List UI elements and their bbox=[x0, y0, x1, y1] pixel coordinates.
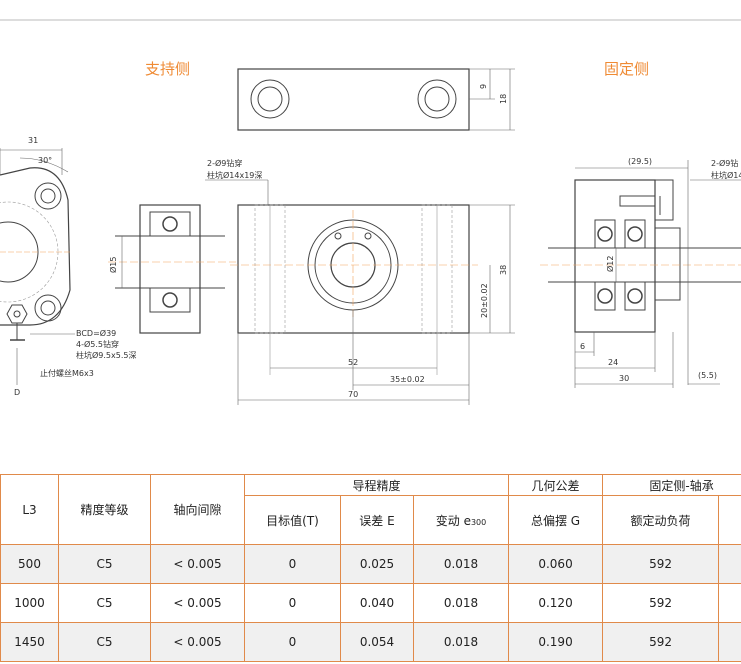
spec-table: L3 精度等级 轴向间隙 导程精度 几何公差 固定侧-轴承 目标值(T) 误差 … bbox=[0, 474, 741, 662]
cell-axial-gap: < 0.005 bbox=[150, 544, 245, 584]
cell-extra bbox=[718, 622, 741, 662]
dim-30: 30 bbox=[619, 374, 629, 383]
cell-target: 0 bbox=[244, 544, 341, 584]
fixed-counterbore-label: 柱坑Ø14 bbox=[711, 170, 741, 180]
angle-30: 30° bbox=[38, 156, 52, 165]
support-side-title: 支持侧 bbox=[145, 60, 190, 78]
dim-9: 9 bbox=[479, 84, 488, 89]
cell-grade: C5 bbox=[58, 622, 151, 662]
cell-variation: 0.018 bbox=[412, 622, 510, 662]
cell-dynamic-load: 592 bbox=[602, 544, 720, 584]
dim-24: 24 bbox=[608, 358, 618, 367]
bcd-label: BCD=Ø39 bbox=[76, 328, 116, 338]
cell-axial-gap: < 0.005 bbox=[150, 622, 245, 662]
technical-drawing: 支持侧 固定侧 31 30° BCD=Ø39 4-Ø5.5钻穿 柱坑Ø9.5x5… bbox=[0, 19, 741, 405]
cell-target: 0 bbox=[244, 622, 341, 662]
cell-runout: 0.060 bbox=[508, 544, 604, 584]
cell-error: 0.040 bbox=[340, 583, 414, 623]
dim-70: 70 bbox=[348, 390, 358, 399]
header-error: 误差 E bbox=[340, 495, 414, 545]
cell-extra bbox=[718, 544, 741, 584]
header-runout: 总偏摆 G bbox=[508, 495, 604, 545]
cell-target: 0 bbox=[244, 583, 341, 623]
cell-l3: 1450 bbox=[0, 622, 59, 662]
dim-d12: Ø12 bbox=[605, 256, 615, 272]
group-fixed-bearing: 固定侧-轴承 bbox=[602, 474, 741, 496]
cell-error: 0.025 bbox=[340, 544, 414, 584]
dim-29-5: (29.5) bbox=[628, 157, 652, 166]
front-hole-label: 2-Ø9钻穿 bbox=[207, 158, 242, 168]
front-counterbore-label: 柱坑Ø14x19深 bbox=[207, 170, 262, 180]
header-variation: 变动 e300 bbox=[412, 495, 510, 545]
cell-l3: 500 bbox=[0, 544, 59, 584]
cell-dynamic-load: 592 bbox=[602, 583, 720, 623]
counterbore-label: 柱坑Ø9.5x5.5深 bbox=[76, 350, 136, 360]
table-row: 500 C5 < 0.005 0 0.025 0.018 0.060 592 bbox=[0, 544, 741, 584]
cell-extra bbox=[718, 583, 741, 623]
header-extra bbox=[718, 495, 741, 545]
group-geometric-tolerance: 几何公差 bbox=[508, 474, 604, 496]
cell-variation: 0.018 bbox=[412, 544, 510, 584]
fixed-side-title: 固定侧 bbox=[604, 60, 649, 78]
support-front-view bbox=[205, 179, 515, 405]
dim-6: 6 bbox=[580, 342, 585, 351]
dim-20: 20±0.02 bbox=[480, 283, 489, 318]
table-row: 1450 C5 < 0.005 0 0.054 0.018 0.190 592 bbox=[0, 622, 741, 662]
cell-error: 0.054 bbox=[340, 622, 414, 662]
dim-18: 18 bbox=[499, 94, 508, 104]
dim-d15: Ø15 bbox=[108, 257, 118, 273]
d-label: D bbox=[14, 388, 20, 397]
cell-l3: 1000 bbox=[0, 583, 59, 623]
header-grade: 精度等级 bbox=[58, 474, 151, 545]
header-dynamic-load: 额定动负荷 bbox=[602, 495, 720, 545]
dim-5-5: (5.5) bbox=[698, 371, 717, 380]
support-side-section bbox=[108, 204, 236, 334]
header-target: 目标值(T) bbox=[244, 495, 341, 545]
group-lead-accuracy: 导程精度 bbox=[243, 474, 510, 496]
cell-grade: C5 bbox=[58, 544, 151, 584]
left-flange-view bbox=[0, 148, 75, 385]
cell-axial-gap: < 0.005 bbox=[150, 583, 245, 623]
header-axial-gap: 轴向间隙 bbox=[150, 474, 245, 545]
cell-dynamic-load: 592 bbox=[602, 622, 720, 662]
cell-runout: 0.190 bbox=[508, 622, 604, 662]
fixed-hole-label: 2-Ø9钻 bbox=[711, 158, 738, 168]
set-screw-label: 止付螺丝M6x3 bbox=[40, 368, 94, 378]
hole-label: 4-Ø5.5钻穿 bbox=[76, 339, 119, 349]
support-top-view bbox=[237, 68, 515, 131]
header-l3: L3 bbox=[0, 474, 59, 545]
cell-runout: 0.120 bbox=[508, 583, 604, 623]
dim-35: 35±0.02 bbox=[390, 375, 425, 384]
dim-38: 38 bbox=[499, 265, 508, 275]
table-row: 1000 C5 < 0.005 0 0.040 0.018 0.120 592 bbox=[0, 583, 741, 623]
cell-grade: C5 bbox=[58, 583, 151, 623]
dim-31: 31 bbox=[28, 136, 38, 145]
fixed-side-section bbox=[540, 160, 741, 388]
cell-variation: 0.018 bbox=[412, 583, 510, 623]
dim-52: 52 bbox=[348, 358, 358, 367]
